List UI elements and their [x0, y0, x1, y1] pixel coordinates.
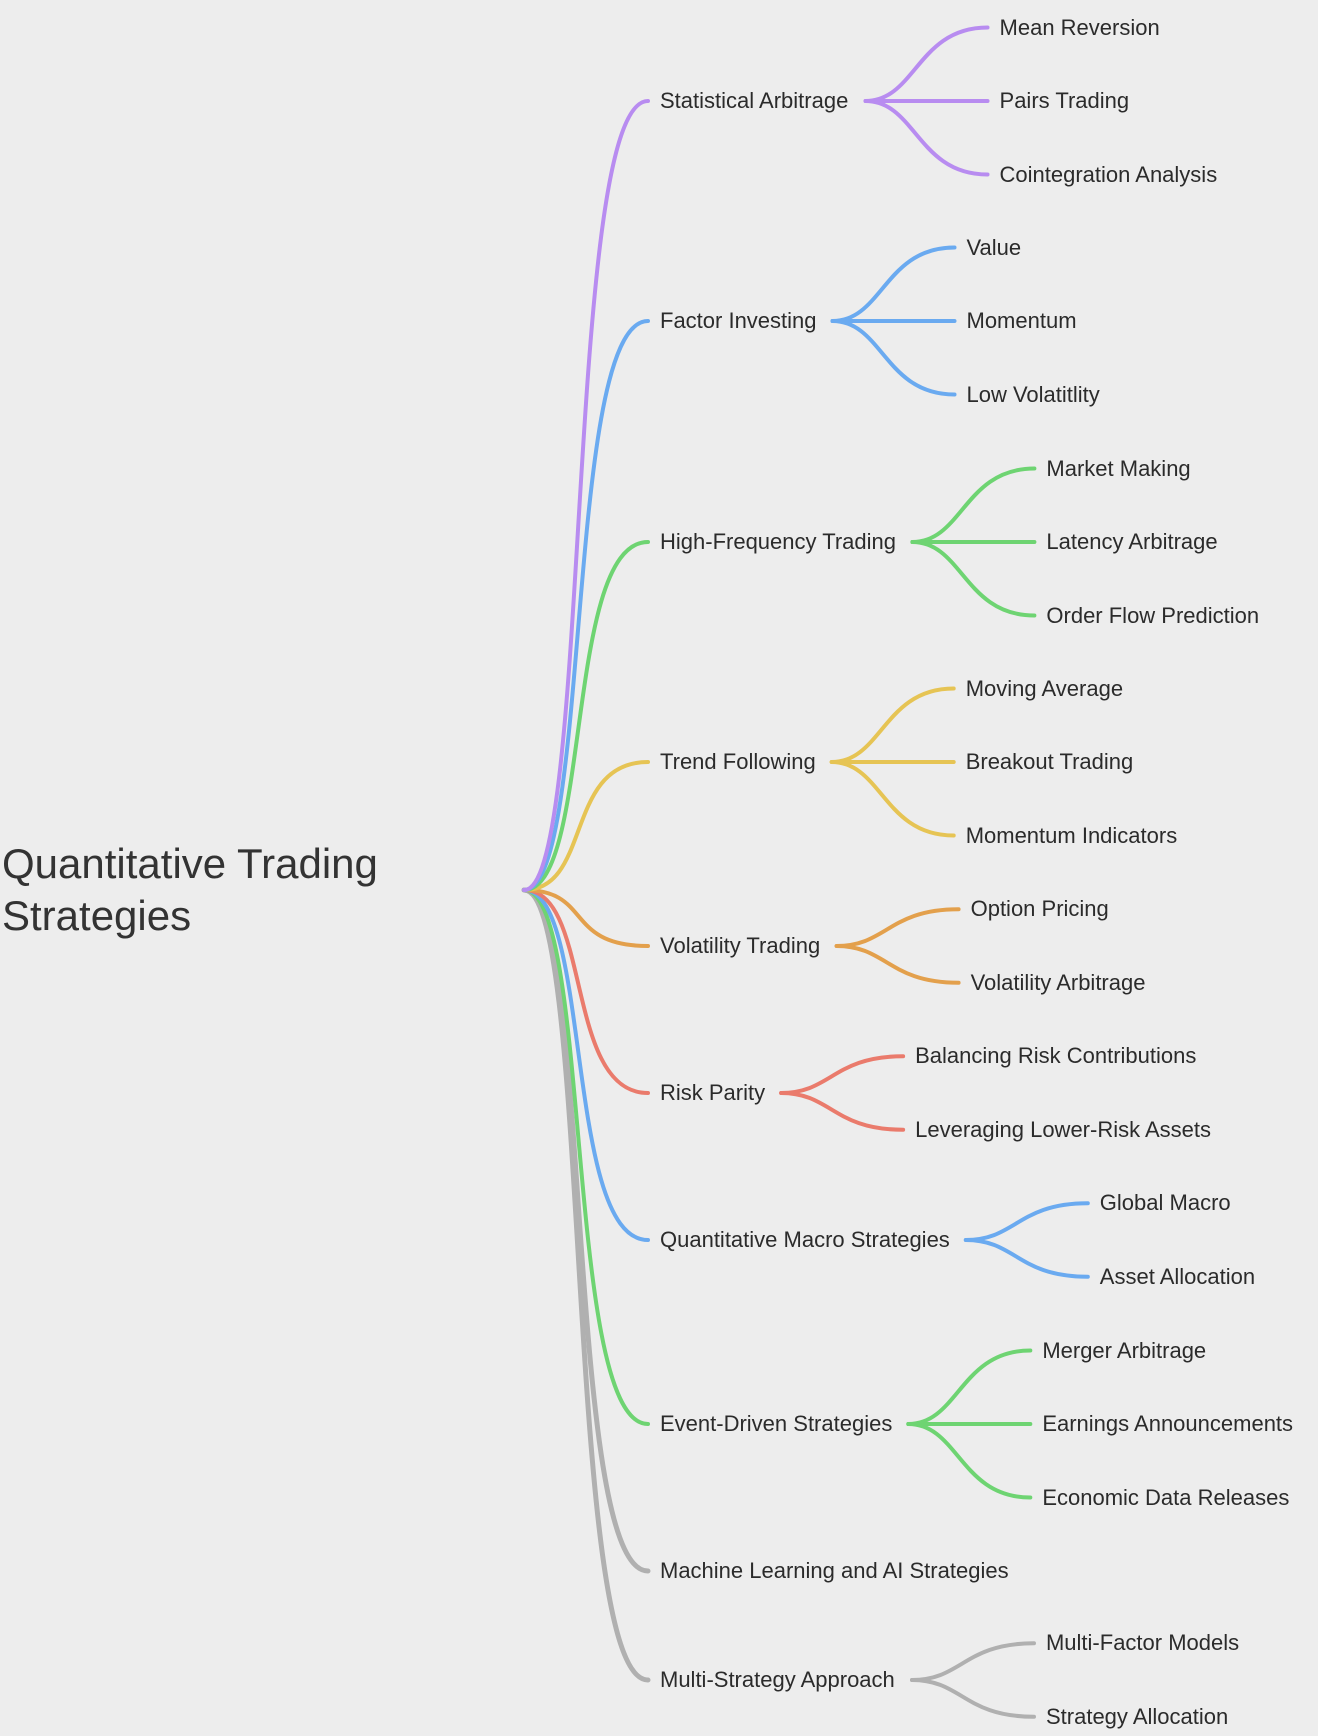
connector-multi-factor-models: [909, 1641, 1036, 1682]
connector-balancing-risk-contributions: [779, 1054, 906, 1095]
branch-factor-investing: Factor Investing: [660, 308, 817, 333]
branch-trend-following: Trend Following: [660, 749, 816, 774]
leaf-global-macro: Global Macro: [1099, 1190, 1231, 1216]
connector-volatility-arbitrage: [834, 944, 961, 985]
connector-trend-following: [522, 760, 650, 892]
connector-strategy-allocation: [909, 1678, 1036, 1719]
branch-high-frequency-trading: High-Frequency Trading: [660, 529, 897, 554]
branch-statistical-arbitrage: Statistical Arbitrage: [660, 88, 849, 113]
leaf-momentum-indicators: Momentum Indicators: [965, 822, 1178, 848]
leaf-moving-average: Moving Average: [965, 675, 1124, 701]
leaf-balancing-risk-contributions: Balancing Risk Contributions: [915, 1043, 1197, 1069]
leaf-low-volatitlity: Low Volatitlity: [966, 381, 1100, 407]
leaf-market-making: Market Making: [1046, 455, 1191, 481]
connector-market-making: [910, 466, 1037, 544]
connector-global-macro: [963, 1201, 1090, 1242]
connector-merger-arbitrage: [906, 1348, 1033, 1426]
connector-moving-average: [829, 686, 956, 764]
leaf-momentum: Momentum: [966, 308, 1077, 333]
branch-risk-parity: Risk Parity: [660, 1080, 766, 1105]
connector-low-volatitlity: [830, 319, 957, 397]
leaf-option-pricing: Option Pricing: [970, 896, 1109, 922]
leaf-value: Value: [966, 234, 1022, 260]
leaf-strategy-allocation: Strategy Allocation: [1045, 1703, 1229, 1729]
leaf-earnings-announcements: Earnings Announcements: [1042, 1411, 1294, 1436]
connector-event-driven-strategies: [522, 888, 650, 1426]
connector-momentum-indicators: [829, 760, 956, 838]
branch-quantitative-macro-strategies: Quantitative Macro Strategies: [660, 1227, 950, 1252]
branch-machine-learning-and-ai-strategies: Machine Learning and AI Strategies: [660, 1558, 1009, 1583]
leaf-multi-factor-models: Multi-Factor Models: [1045, 1630, 1240, 1656]
leaf-pairs-trading: Pairs Trading: [999, 88, 1130, 113]
branch-volatility-trading: Volatility Trading: [660, 933, 821, 958]
leaf-economic-data-releases: Economic Data Releases: [1042, 1484, 1290, 1510]
connector-factor-investing: [522, 319, 650, 892]
leaf-merger-arbitrage: Merger Arbitrage: [1042, 1337, 1207, 1363]
root-topic: Quantitative Trading Strategies: [2, 840, 378, 939]
leaf-latency-arbitrage: Latency Arbitrage: [1046, 529, 1218, 554]
branch-multi-strategy-approach: Multi-Strategy Approach: [660, 1667, 895, 1692]
leaf-volatility-arbitrage: Volatility Arbitrage: [970, 969, 1146, 995]
connector-order-flow-prediction: [910, 540, 1037, 618]
connector-economic-data-releases: [906, 1422, 1033, 1500]
connector-volatility-trading: [522, 888, 650, 948]
connector-high-frequency-trading: [522, 540, 650, 892]
connector-risk-parity: [522, 888, 650, 1095]
connector-quantitative-macro-strategies: [522, 888, 650, 1242]
leaf-breakout-trading: Breakout Trading: [965, 749, 1134, 774]
connector-value: [830, 245, 957, 323]
leaf-cointegration-analysis: Cointegration Analysis: [999, 161, 1218, 187]
connector-cointegration-analysis: [863, 99, 990, 177]
leaf-leveraging-lower-risk-assets: Leveraging Lower-Risk Assets: [915, 1116, 1212, 1142]
leaf-order-flow-prediction: Order Flow Prediction: [1046, 602, 1260, 628]
connector-option-pricing: [834, 907, 961, 948]
connector-mean-reversion: [863, 25, 990, 103]
leaf-asset-allocation: Asset Allocation: [1099, 1263, 1256, 1289]
branch-event-driven-strategies: Event-Driven Strategies: [660, 1411, 893, 1436]
connector-statistical-arbitrage: [522, 99, 650, 892]
connector-machine-learning-and-ai-strategies: [521, 887, 651, 1574]
connector-leveraging-lower-risk-assets: [779, 1091, 906, 1132]
connector-asset-allocation: [963, 1238, 1090, 1279]
leaf-mean-reversion: Mean Reversion: [999, 14, 1160, 40]
